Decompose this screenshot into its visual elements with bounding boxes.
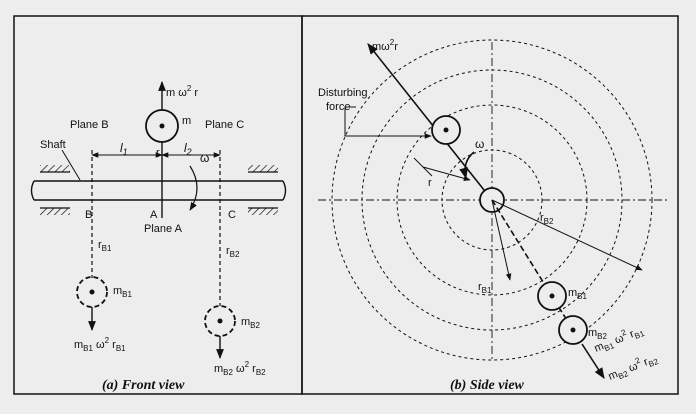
side-r-label: r (428, 177, 432, 189)
mass-b1-center (89, 289, 95, 295)
plane-b-label: Plane B (70, 119, 109, 131)
point-a-label: A (150, 209, 158, 221)
l1-label: l1 (120, 141, 128, 157)
mass-b2-label: mB2 (241, 316, 261, 330)
radius-r-label: r (156, 147, 160, 159)
disturbing-force-label: mω2r (372, 38, 398, 53)
side-view-frame (301, 15, 679, 395)
force-b2-label: mB2 ω2 rB2 (214, 360, 266, 377)
front-view-caption: (a) Front view (102, 378, 185, 393)
side-force-b2-label: mB2 ω2 rB2 (606, 349, 661, 384)
orbit-circle-4 (331, 39, 653, 361)
shaft-right-end (282, 180, 287, 201)
mass-b1-circle (76, 276, 108, 308)
mass-b2-circle (204, 305, 236, 337)
rb2-radius-line (491, 199, 643, 271)
side-view-caption: (b) Side view (450, 378, 525, 393)
plane-a-label: Plane A (144, 223, 183, 235)
side-balancing-force-arrow (581, 343, 605, 379)
disturbing-mass-center (443, 127, 449, 133)
force-b1-label: mB1 ω2 rB1 (74, 336, 126, 353)
side-force-b1-label: mB1 ω2 rB1 (592, 321, 647, 356)
bearing-right-top (248, 165, 278, 172)
point-b-label: B (85, 209, 92, 221)
side-mass-b2-center (570, 327, 576, 333)
shaft-left-end (30, 180, 35, 201)
mass-b2-center (217, 318, 223, 324)
omega-label: ω (200, 151, 209, 165)
side-rb2-label: rB2 (540, 212, 554, 226)
front-view-frame (13, 15, 303, 395)
side-omega-label: ω (475, 137, 484, 151)
side-rb1-label: rB1 (478, 281, 492, 295)
balancing-line (491, 199, 574, 331)
mass-m-center (159, 123, 165, 129)
front-view: Shaft l1 l2 m ω2 r m r Plane B Plane C P… (30, 81, 287, 393)
side-mass-b1-center (549, 293, 555, 299)
side-view: mω2r Disturbing force ω r rB2 rB1 mB1 mB… (318, 38, 668, 393)
rotation-arrow (189, 165, 198, 211)
side-rotation-arrow (459, 151, 475, 180)
bearing-left-bottom (40, 208, 70, 215)
side-mass-b2-label: mB2 (588, 327, 608, 341)
rb1-label: rB1 (98, 239, 112, 253)
rb1-radius-line (491, 199, 512, 281)
side-mass-b1-label: mB1 (568, 287, 588, 301)
shaft-leader (61, 149, 81, 181)
disturbing-text-line2: force (326, 101, 350, 113)
mass-b1-label: mB1 (113, 285, 133, 299)
disturbing-text-line1: Disturbing (318, 87, 368, 99)
mass-m-label: m (182, 115, 191, 127)
rb2-label: rB2 (226, 245, 240, 259)
bearing-right-bottom (248, 208, 278, 215)
radius-r-dimension (422, 166, 471, 182)
bearing-left-top (40, 165, 70, 172)
disturbing-leader (344, 106, 432, 139)
shaft-label: Shaft (40, 139, 66, 151)
disturbing-force-arrow (367, 43, 493, 201)
mass-m-force-label: m ω2 r (166, 84, 198, 99)
point-c-label: C (228, 209, 236, 221)
l2-label: l2 (184, 141, 192, 157)
plane-c-label: Plane C (205, 119, 244, 131)
